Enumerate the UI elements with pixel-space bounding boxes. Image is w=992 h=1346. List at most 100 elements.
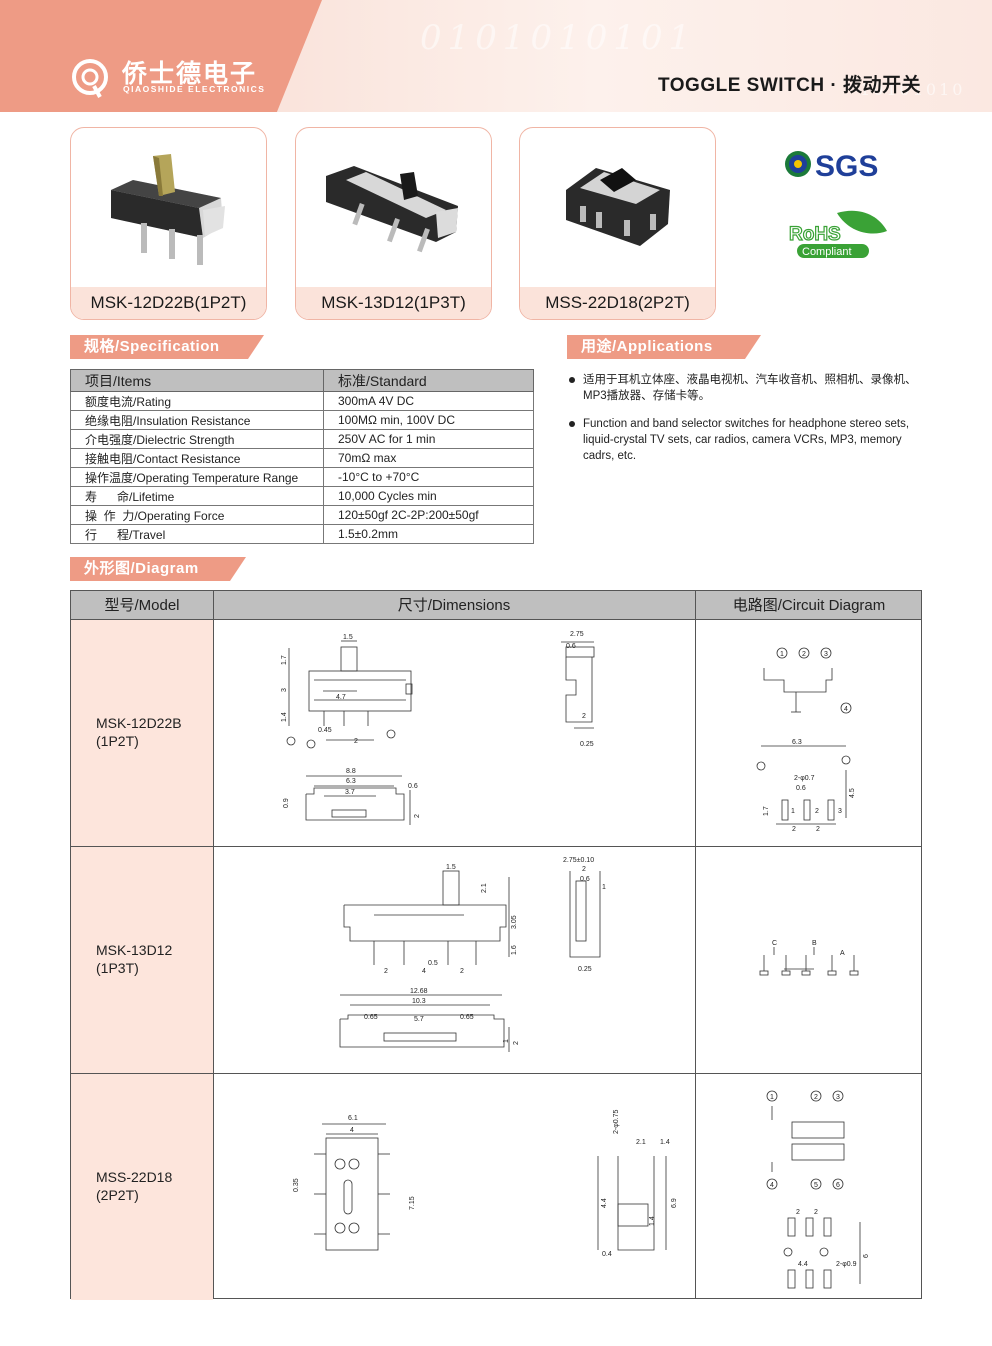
dim-label: 0.25 [578, 966, 592, 973]
spec-value: 1.5±0.2mm [323, 524, 534, 544]
rohs-compliant-text: Compliant [802, 246, 852, 258]
terminal-label: B [812, 940, 817, 947]
model-cell: MSK-12D22B (1P2T) [71, 620, 213, 846]
spec-value: -10°C to +70°C [323, 467, 534, 487]
page-title: TOGGLE SWITCH · 拨动开关 [658, 75, 921, 96]
dim-label: 2 [513, 1041, 520, 1045]
spec-table-header: 项目/Items 标准/Standard [70, 369, 534, 392]
pin-label: 2 [814, 1094, 818, 1101]
dim-label: 0.6 [408, 783, 418, 790]
dim-label: 1.4 [660, 1139, 670, 1146]
pin-label: 6 [836, 1182, 840, 1189]
spec-value: 250V AC for 1 min [323, 429, 534, 449]
model-poles: (1P3T) [96, 960, 139, 976]
spec-item: 接触电阻/Contact Resistance [70, 448, 324, 468]
dim-label: 1.4 [281, 712, 288, 722]
dim-label: 3.7 [345, 789, 355, 796]
dim-label: 4.4 [601, 1198, 608, 1208]
dim-label: 6.1 [348, 1115, 358, 1122]
spec-item: 绝缘电阻/Insulation Resistance [70, 410, 324, 430]
dim-label: 2-φ0.9 [836, 1261, 857, 1268]
dim-label: 2 [460, 968, 464, 975]
dim-label: 1.7 [763, 806, 770, 816]
dim-label: 0.45 [318, 727, 332, 734]
dim-label: 2.75±0.10 [563, 857, 594, 864]
dim-label: 12.68 [410, 988, 428, 995]
dim-label: 0.5 [428, 960, 438, 967]
model-name: MSS-22D18 [96, 1169, 173, 1185]
diagram-col-dimensions: 尺寸/Dimensions [397, 597, 511, 614]
dim-label: 2 [814, 1209, 818, 1216]
diagram-col-model: 型号/Model [104, 597, 180, 614]
product-card-mss-22d18: MSS-22D18(2P2T) [519, 127, 716, 320]
model-poles: (2P2T) [96, 1187, 139, 1203]
page-header: 0101010101 10101010 侨士德电子 QIAOSHIDE ELEC… [0, 0, 992, 112]
dim-label: 2.1 [636, 1139, 646, 1146]
dim-label: 6.3 [346, 778, 356, 785]
sgs-logo-icon: SGS [785, 150, 878, 182]
dim-label: 2 [796, 1209, 800, 1216]
pin-label: 5 [814, 1182, 818, 1189]
pin-label: 1 [791, 808, 795, 815]
dim-label: 6.9 [671, 1198, 678, 1208]
dim-label: 2 [582, 713, 586, 720]
spec-item: 寿 命/Lifetime [70, 486, 324, 506]
dim-label: 6 [863, 1254, 870, 1258]
spec-value: 300mA 4V DC [323, 391, 534, 411]
dim-label: 2 [414, 814, 421, 818]
spec-value: 120±50gf 2C-2P:200±50gf [323, 505, 534, 525]
spec-item: 操 作 力/Operating Force [70, 505, 324, 525]
model-name: MSK-13D12 [96, 942, 173, 958]
pin-label: 2 [815, 808, 819, 815]
dim-label: 1 [602, 884, 606, 891]
dim-label: 2 [792, 826, 796, 833]
dim-label: 1 [503, 1039, 510, 1043]
dim-label: 0.6 [566, 643, 576, 650]
product-label: MSK-12D22B(1P2T) [71, 287, 266, 319]
header-accent-band [0, 0, 322, 112]
dim-label: 2.75 [570, 631, 584, 638]
rohs-text: RoHS [789, 224, 841, 245]
dim-label: 5.7 [414, 1016, 424, 1023]
spec-col-standard: 标准/Standard [323, 369, 534, 392]
spec-item: 操作温度/Operating Temperature Range [70, 467, 324, 487]
dim-label: 0.4 [602, 1251, 612, 1258]
terminal-label: A [840, 950, 845, 957]
dim-label: 3.05 [511, 915, 518, 929]
dim-label: 1.6 [511, 945, 518, 955]
circuit-diagram-msk-13d12: C B A [759, 940, 859, 976]
dim-label: 0.65 [460, 1014, 474, 1021]
dim-label: 7.15 [409, 1196, 416, 1210]
circuit-diagram-msk-12d22b: 1 2 3 4 6.3 2-φ0.7 0.6 4.5 1.7 1 2 3 2 2 [756, 647, 856, 833]
dim-label: 4.5 [849, 788, 856, 798]
dim-label: 1.5 [446, 864, 456, 871]
list-item: 适用于耳机立体座、液晶电视机、汽车收音机、照相机、录像机、MP3播放器、存储卡等… [567, 372, 927, 404]
dim-label: 0.65 [364, 1014, 378, 1021]
spec-item: 行 程/Travel [70, 524, 324, 544]
diagram-row-msk-12d22b: MSK-12D22B (1P2T) 1.5 1.7 3 4.7 1.4 0.45… [71, 620, 921, 847]
dim-label: 2.1 [481, 883, 488, 893]
header-binary-decoration: 0101010101 [420, 18, 697, 58]
dim-label: 2 [384, 968, 388, 975]
pin-label: 3 [838, 808, 842, 815]
pin-label: 1 [780, 651, 784, 658]
diagram-banner: 外形图/Diagram [70, 557, 246, 581]
dim-label: 2 [816, 826, 820, 833]
dim-label: 0.6 [796, 785, 806, 792]
terminal-label: C [772, 940, 777, 947]
dim-label: 1.7 [281, 655, 288, 665]
dim-label: 4.7 [336, 694, 346, 701]
product-card-msk-13d12: MSK-13D12(1P3T) [295, 127, 492, 320]
dim-label: 1.4 [649, 1216, 656, 1226]
dim-label: 0.6 [580, 876, 590, 883]
dim-label: 6.3 [792, 739, 802, 746]
dim-label: 2 [582, 866, 586, 873]
pin-label: 3 [836, 1094, 840, 1101]
spec-col-items: 项目/Items [70, 369, 324, 392]
